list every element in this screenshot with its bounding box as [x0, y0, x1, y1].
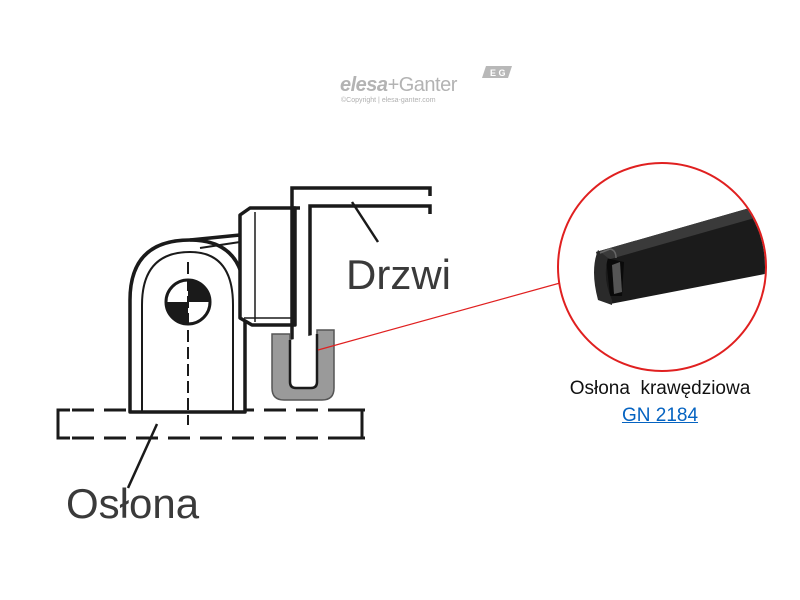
brand-logo: elesa+Ganter — [340, 74, 457, 97]
brand-name-first: elesa — [340, 74, 388, 96]
door-leader — [350, 201, 380, 243]
cover-label: Osłona — [66, 480, 200, 527]
door-panel — [290, 186, 432, 380]
brand-name-second: +Ganter — [387, 74, 458, 96]
callout-title: Osłona krawędziowa — [569, 378, 751, 399]
edge-seal — [271, 329, 335, 401]
callout-circle — [557, 162, 767, 372]
base-surface — [56, 408, 365, 440]
svg-text:E G: E G — [490, 68, 506, 78]
door-label: Drzwi — [346, 251, 451, 298]
copyright-text: ©Copyright | elesa-ganter.com — [341, 97, 436, 104]
pivot-center-icon — [164, 262, 212, 425]
callout-line — [317, 282, 561, 351]
door-bracket — [238, 206, 297, 327]
leader-lines — [126, 201, 380, 489]
eg-logo-icon: E G — [482, 66, 512, 78]
cover-leader — [126, 423, 159, 489]
product-link[interactable]: GN 2184 — [621, 405, 699, 426]
edge-profile-image — [594, 205, 765, 305]
